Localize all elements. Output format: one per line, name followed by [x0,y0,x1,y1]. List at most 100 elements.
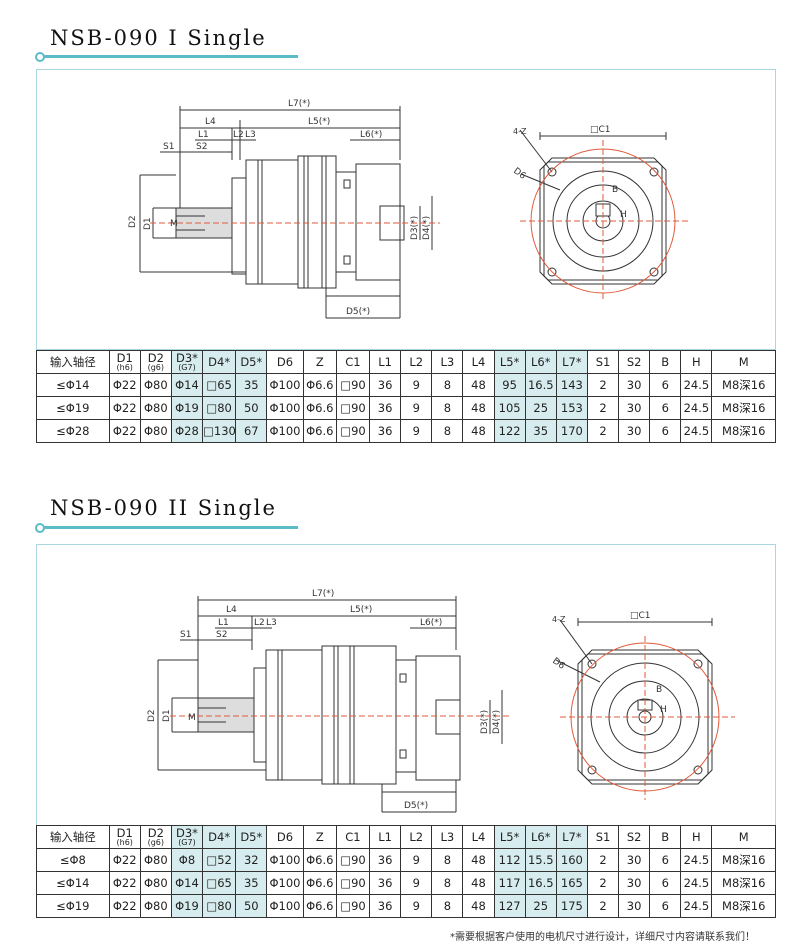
dim-label-d2-2: D2 [147,709,157,722]
table-cell: 170 [555,419,588,443]
table-cell: 30 [618,871,651,895]
table-cell: 2 [586,419,620,443]
table-cell: Φ8 [170,848,204,872]
table-cell: 25 [524,396,557,420]
table-header-row: 输入轴径 D1(h6) D2(g6) D3*(G7) D4* D5* D6 Z … [36,825,776,849]
table-cell: 9 [400,894,433,918]
table-cell: 48 [462,894,495,918]
table-cell: 2 [586,373,620,397]
table-cell: 9 [400,871,433,895]
table-cell: 6 [649,871,682,895]
col-header: L4 [462,825,495,849]
table-cell: 36 [369,396,402,420]
dim-label-l3: L3 [245,130,256,140]
dim-label-l6-2: L6(*) [420,618,442,628]
table-cell: 6 [649,894,682,918]
table-cell: ≤Φ14 [36,373,110,397]
table-cell: 48 [462,419,495,443]
table-cell: 16.5 [524,871,557,895]
table-cell: 2 [586,396,620,420]
table-cell: Φ6.6 [302,848,337,872]
section-title-2: NSB-090 II Single [50,496,277,520]
col-header: L3 [431,825,464,849]
table-cell: Φ22 [108,396,141,420]
table-cell: 2 [586,848,620,872]
table-cell: 30 [618,419,651,443]
table-cell: □65 [202,871,237,895]
table-cell: Φ6.6 [302,396,337,420]
table-cell: M8深16 [711,373,776,397]
table-cell: 127 [493,894,526,918]
dim-label-l2: L2 [233,130,244,140]
table-cell: Φ80 [139,871,172,895]
col-header: D6 [266,350,304,374]
dim-label-z: 4-Z [513,127,527,136]
table-cell: 48 [462,848,495,872]
col-header: D4* [202,350,237,374]
table-cell: 36 [369,894,402,918]
dim-label-m-2: M [188,713,196,723]
table-cell: M8深16 [711,894,776,918]
col-header: L1 [369,350,402,374]
dim-label-d3: D3(*) [410,216,420,240]
col-header: 输入轴径 [36,350,110,374]
col-header: D2(g6) [139,825,172,849]
table-cell: 117 [493,871,526,895]
table-cell: 8 [431,396,464,420]
dim-label-b-2: B [656,685,662,695]
col-header: D6 [266,825,304,849]
title-underline [44,55,298,58]
table-cell: Φ100 [266,871,304,895]
dim-label-l1: L1 [198,130,209,140]
col-header: S2 [618,825,651,849]
front-view-drawing [519,129,667,285]
dim-label-z-2: 4-Z [552,615,566,624]
table-cell: Φ80 [139,373,172,397]
table-cell: M8深16 [711,848,776,872]
table-cell: 24.5 [680,396,713,420]
dim-label-d6: D6 [511,166,527,182]
table-cell: □90 [335,396,371,420]
side-view-drawing [139,106,433,319]
dim-label-m: M [170,219,178,229]
table-cell: □80 [202,396,237,420]
table-cell: Φ80 [139,848,172,872]
dim-label-d1-2: D1 [162,709,172,722]
dim-label-l7-2: L7(*) [312,589,334,599]
table-cell: 6 [649,419,682,443]
dim-label-h-2: H [660,705,667,715]
dim-label-d4: D4(*) [422,216,432,240]
table-cell: 30 [618,894,651,918]
col-header: 输入轴径 [36,825,110,849]
table-cell: 8 [431,848,464,872]
table-cell: Φ28 [170,419,204,443]
table-cell: Φ6.6 [302,894,337,918]
table-cell: 36 [369,419,402,443]
table-cell: Φ19 [170,396,204,420]
drawing-panel-2 [36,544,776,826]
table-cell: 36 [369,848,402,872]
table-cell: Φ80 [139,396,172,420]
dim-label-l4-2: L4 [226,605,237,615]
table-cell: 24.5 [680,848,713,872]
table-cell: ≤Φ14 [36,871,110,895]
table-cell: 8 [431,373,464,397]
dim-label-h: H [620,210,627,220]
table-cell: 50 [235,894,268,918]
table-cell: ≤Φ28 [36,419,110,443]
col-header: L7* [555,350,588,374]
table-cell: Φ100 [266,373,304,397]
dim-label-l2-2: L2 [254,618,265,628]
table-cell: 30 [618,396,651,420]
table-cell: 48 [462,871,495,895]
table-cell: 32 [235,848,268,872]
dim-label-c1-2: □C1 [630,611,651,621]
table-cell: 8 [431,894,464,918]
table-cell: □90 [335,848,371,872]
col-header: L5* [493,350,526,374]
table-cell: 24.5 [680,419,713,443]
table-cell: □90 [335,373,371,397]
table-cell: Φ6.6 [302,419,337,443]
dim-label-d2: D2 [128,215,138,228]
